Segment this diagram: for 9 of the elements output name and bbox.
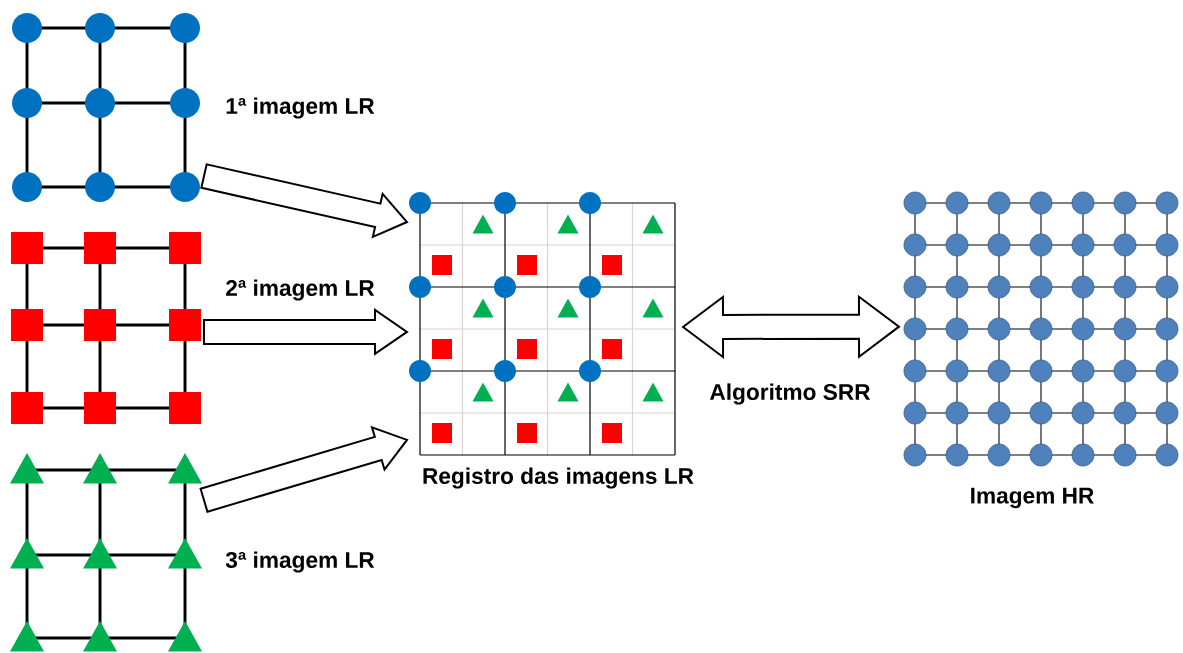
node-label: 1ª imagem LR xyxy=(226,97,375,119)
node-label: Registro das imagens LR xyxy=(423,467,694,489)
node-label: Imagem HR xyxy=(971,487,1094,509)
block-arrow xyxy=(199,425,409,513)
block-arrow xyxy=(200,163,409,239)
node-label: 2ª imagem LR xyxy=(226,279,375,301)
edge-label: Algoritmo SRR xyxy=(706,380,874,408)
node-label: 3ª imagem LR xyxy=(225,551,375,573)
block-arrow xyxy=(203,308,409,356)
